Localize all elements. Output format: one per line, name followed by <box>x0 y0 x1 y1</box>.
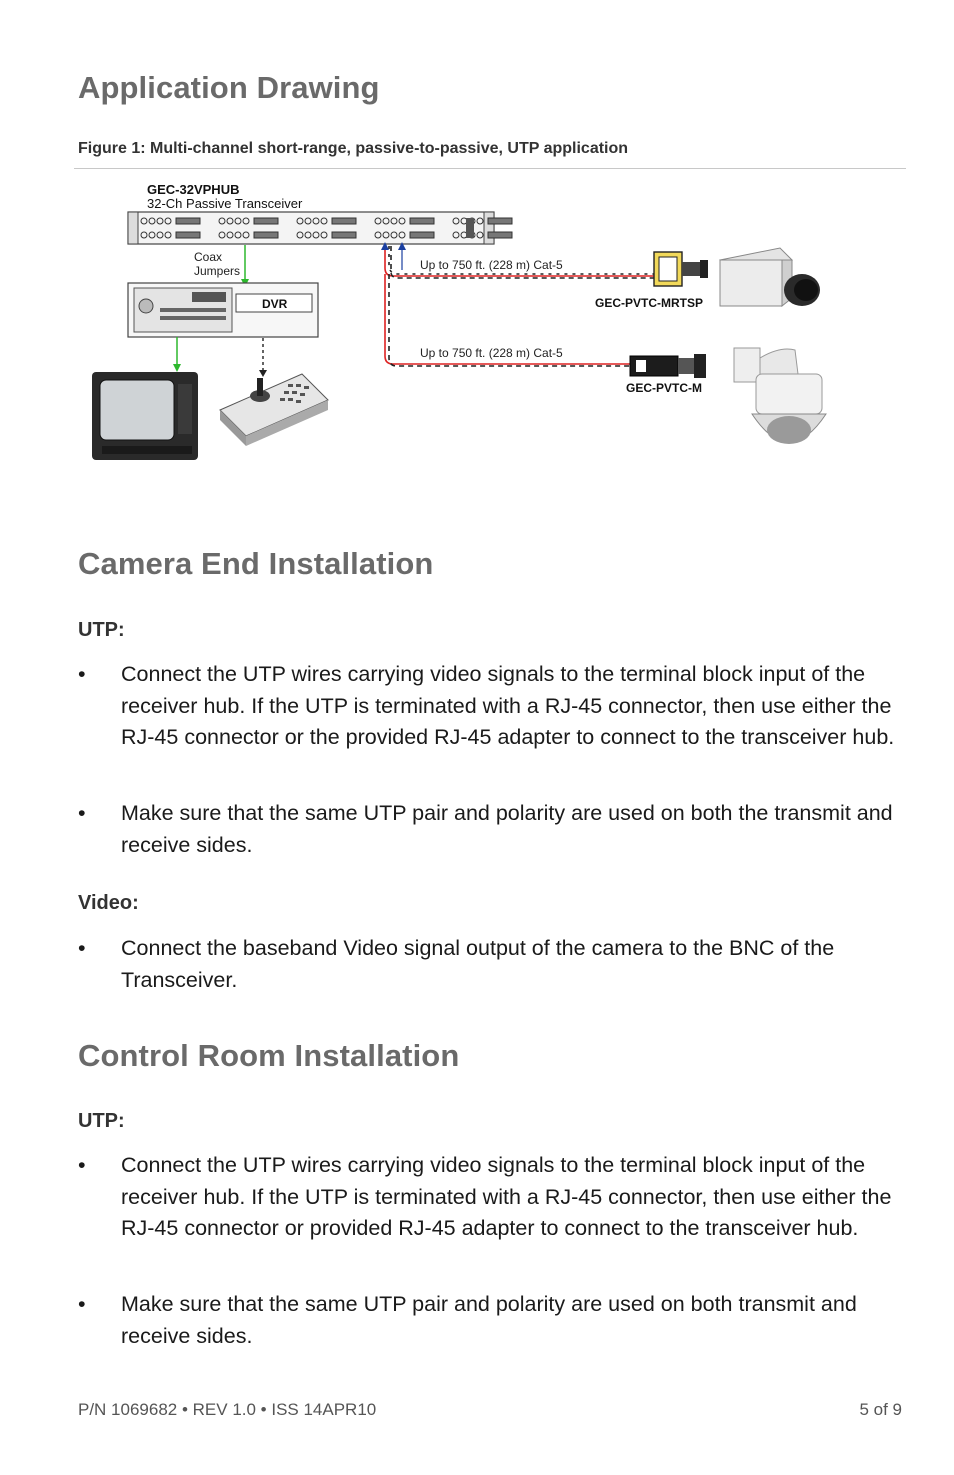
bullet-marker: • <box>78 801 86 825</box>
list-item: • Connect the UTP wires carrying video s… <box>78 659 908 754</box>
ptz-keyboard-icon <box>219 373 329 446</box>
bullet-text: Make sure that the same UTP pair and pol… <box>121 1292 857 1348</box>
dvr-icon <box>127 282 319 338</box>
list-item: • Make sure that the same UTP pair and p… <box>78 798 908 861</box>
hub-desc-label: 32-Ch Passive Transceiver <box>147 196 303 211</box>
transceiver-1-label: GEC-PVTC-MRTSP <box>595 296 703 310</box>
section-heading-control-room: Control Room Installation <box>78 1038 460 1073</box>
transceiver-2-label: GEC-PVTC-M <box>626 381 702 395</box>
control-utp-label: UTP: <box>78 1110 125 1132</box>
transceiver-mrtsp-icon <box>653 251 708 287</box>
bullet-marker: • <box>78 662 86 686</box>
section-heading-camera-end: Camera End Installation <box>78 546 434 581</box>
bullet-marker: • <box>78 1292 86 1316</box>
cable-label-2: Up to 750 ft. (228 m) Cat-5 <box>420 346 563 360</box>
hub-model-label: GEC-32VPHUB <box>147 182 239 197</box>
bullet-text: Connect the baseband Video signal output… <box>121 936 835 992</box>
camera-video-label: Video: <box>78 892 139 914</box>
utp-cable-2 <box>384 274 632 367</box>
bullet-text: Connect the UTP wires carrying video sig… <box>121 1153 892 1240</box>
caption-divider <box>74 168 906 169</box>
bullet-marker: • <box>78 1153 86 1177</box>
bullet-text: Connect the UTP wires carrying video sig… <box>121 662 895 749</box>
transceiver-m-icon <box>629 354 706 378</box>
dome-camera-icon <box>733 347 827 444</box>
footer-page-number: 5 of 9 <box>859 1400 902 1419</box>
list-item: • Connect the baseband Video signal outp… <box>78 933 908 996</box>
figure-caption: Figure 1: Multi-channel short-range, pas… <box>78 140 629 157</box>
bullet-text: Make sure that the same UTP pair and pol… <box>121 801 893 857</box>
cable-label-1: Up to 750 ft. (228 m) Cat-5 <box>420 258 563 272</box>
footer-part-number: P/N 1069682 • REV 1.0 • ISS 14APR10 <box>78 1400 377 1419</box>
box-camera-icon <box>718 247 820 308</box>
coax-label-2: Jumpers <box>194 264 240 278</box>
monitor-icon <box>92 372 198 460</box>
application-diagram: GEC-32VPHUB 32-Ch Passive Transceiver Co… <box>92 182 827 460</box>
section-heading-application-drawing: Application Drawing <box>78 70 380 105</box>
bullet-marker: • <box>78 936 86 960</box>
hub-rack-icon <box>127 211 513 245</box>
utp-cable-1 <box>384 246 655 279</box>
camera-utp-label: UTP: <box>78 619 125 641</box>
coax-label-1: Coax <box>194 250 222 264</box>
list-item: • Make sure that the same UTP pair and p… <box>78 1289 908 1352</box>
dvr-label: DVR <box>262 297 288 311</box>
list-item: • Connect the UTP wires carrying video s… <box>78 1150 908 1245</box>
